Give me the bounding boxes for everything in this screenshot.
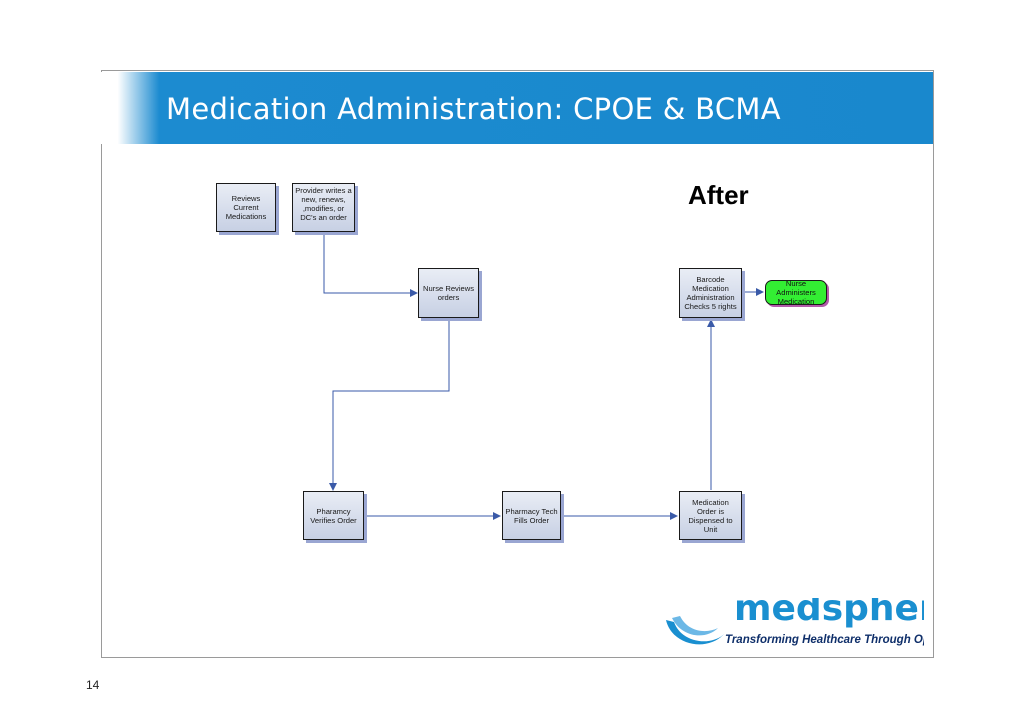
node-pharmacy-tech-fills-order: Pharmacy Tech Fills Order (502, 491, 561, 540)
node-medication-order-dispensed: Medication Order is Dispensed to Unit (679, 491, 742, 540)
node-label: Provider writes a new, renews, ,modifies… (295, 186, 352, 222)
node-label: Pharmacy Tech Fills Order (505, 506, 558, 525)
node-nurse-reviews-orders: Nurse Reviews orders (418, 268, 479, 318)
node-nurse-administers-medication: Nurse Administers Medication (765, 279, 827, 306)
node-barcode-medication-administration: Barcode Medication Administration Checks… (679, 268, 742, 318)
logo-tagline: Transforming Healthcare Through Open Sou… (725, 634, 924, 646)
node-provider-writes-order: Provider writes a new, renews, ,modifies… (292, 183, 355, 232)
node-label: Medication Order is Dispensed to Unit (688, 497, 733, 534)
medsphere-logo: medsphere ® Transforming Healthcare Thro… (662, 598, 924, 654)
slide-frame (101, 70, 934, 658)
node-pharmacy-verifies-order: Pharamcy Verifies Order (303, 491, 364, 540)
edge-nurse-reviews-to-pharmacy-verifies (329, 318, 450, 491)
after-label: After (688, 180, 749, 210)
title-bar (101, 72, 933, 144)
logo-wordmark: medsphere (734, 598, 924, 629)
node-label: Nurse Administers Medication (776, 279, 816, 306)
slide-title: Medication Administration: CPOE & BCMA (166, 92, 781, 126)
node-label: Reviews Current Medications (225, 194, 267, 221)
logo-registered-mark: ® (911, 606, 917, 615)
node-label: Pharamcy Verifies Order (310, 506, 357, 525)
page-number: 14 (86, 678, 100, 692)
edge-provider-to-nurse-reviews (323, 232, 418, 297)
logo-swirl-icon (666, 616, 724, 645)
node-reviews-current-medications: Reviews Current Medications (216, 183, 276, 232)
node-label: Barcode Medication Administration Checks… (684, 275, 737, 311)
node-label: Nurse Reviews orders (422, 284, 475, 302)
